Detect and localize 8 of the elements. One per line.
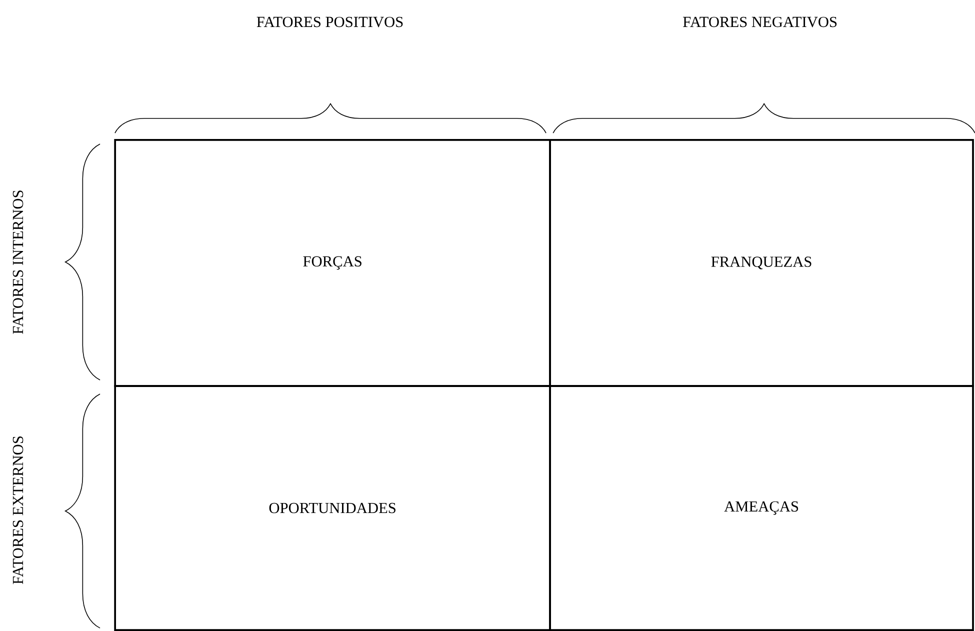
grid-cell: FRANQUEZAS (549, 139, 974, 387)
axis-label: FATORES INTERNOS (12, 190, 24, 334)
axis-label: FATORES EXTERNOS (12, 436, 24, 584)
axis-label: FATORES NEGATIVOS (683, 16, 837, 28)
grid-cell: OPORTUNIDADES (114, 385, 551, 631)
axis-label: FATORES POSITIVOS (256, 16, 403, 28)
grid-cell: FORÇAS (114, 139, 551, 387)
grid-cell: AMEAÇAS (549, 385, 974, 631)
